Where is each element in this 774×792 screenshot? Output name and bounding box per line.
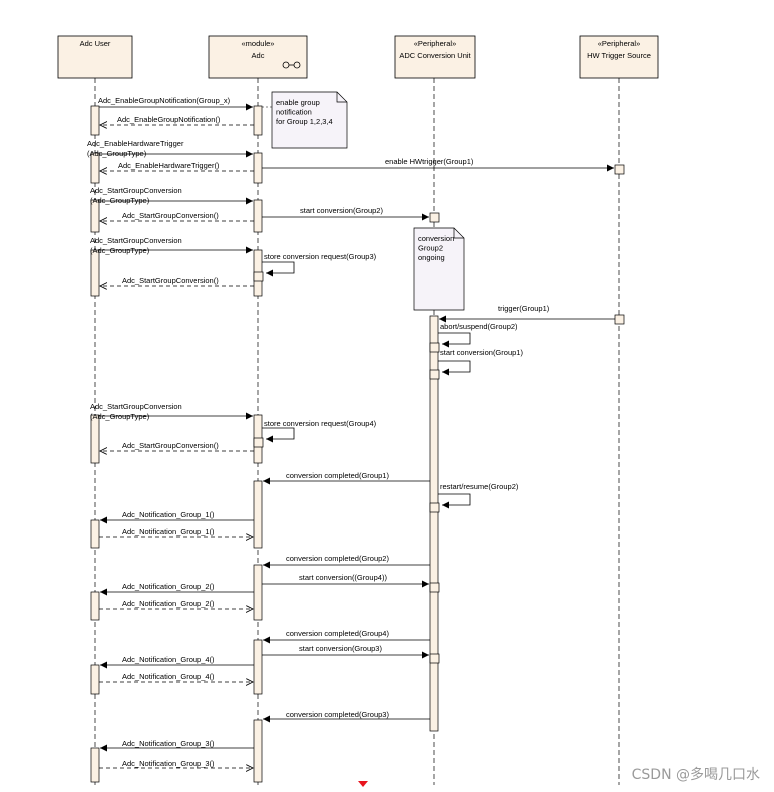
message-arrow — [262, 427, 295, 443]
message-arrow — [438, 493, 471, 509]
participant-user — [57, 35, 133, 79]
message-label: Adc_StartGroupConversion — [90, 402, 182, 411]
activation-bar — [429, 315, 439, 732]
execution-marker — [429, 653, 440, 664]
execution-marker — [429, 369, 440, 380]
participant-unit — [394, 35, 476, 79]
note-text: for Group 1,2,3,4 — [276, 117, 333, 126]
participant-stereotype: «Peripheral» — [598, 39, 641, 48]
execution-marker — [614, 314, 625, 325]
message-label: Adc_Notification_Group_4() — [122, 655, 215, 664]
message-label: Adc_Notification_Group_4() — [122, 672, 215, 681]
note-text: notification — [276, 108, 312, 117]
message-label: abort/suspend(Group2) — [440, 322, 518, 331]
message-label: Adc_EnableHardwareTrigger — [87, 139, 184, 148]
message-label: conversion completed(Group1) — [286, 471, 389, 480]
message-label: store conversion request(Group4) — [264, 419, 377, 428]
participant-adc — [208, 35, 308, 79]
execution-marker — [429, 502, 440, 513]
note-note1 — [271, 91, 348, 149]
execution-marker — [253, 437, 264, 448]
message-label: store conversion request(Group3) — [264, 252, 377, 261]
message-label: (Adc_GroupType) — [90, 246, 150, 255]
message-label: start conversion(Group2) — [300, 206, 383, 215]
message-label: (Adc_GroupType) — [87, 149, 147, 158]
message-label: conversion completed(Group3) — [286, 710, 389, 719]
message-label: Adc_Notification_Group_2() — [122, 599, 215, 608]
participant-name: Adc User — [80, 39, 111, 48]
message-label: Adc_StartGroupConversion() — [122, 211, 219, 220]
message-label: restart/resume(Group2) — [440, 482, 519, 491]
message-arrow — [262, 261, 295, 277]
activation-bar — [90, 105, 100, 136]
activation-bar — [90, 591, 100, 621]
execution-marker — [429, 212, 440, 223]
participant-stereotype: «module» — [242, 39, 275, 48]
message-label: (Adc_GroupType) — [90, 412, 150, 421]
note-text: Group2 — [418, 244, 443, 253]
activation-bar — [253, 719, 263, 783]
activation-bar — [90, 519, 100, 549]
message-label: Adc_EnableGroupNotification() — [117, 115, 221, 124]
message-label: Adc_Notification_Group_3() — [122, 739, 215, 748]
participant-name: Adc — [252, 51, 265, 60]
note-text: enable group — [276, 98, 320, 107]
message-label: Adc_EnableHardwareTrigger() — [118, 161, 220, 170]
activation-bar — [90, 249, 100, 297]
participant-hw — [579, 35, 659, 79]
message-label: conversion completed(Group2) — [286, 554, 389, 563]
activation-bar — [90, 414, 100, 464]
message-label: (Adc_GroupType) — [90, 196, 150, 205]
note-note2 — [413, 227, 465, 311]
activation-bar — [253, 480, 263, 549]
activation-bar — [253, 152, 263, 184]
message-label: start conversion(Group3) — [299, 644, 382, 653]
activation-bar — [90, 664, 100, 695]
message-arrow — [438, 360, 471, 376]
activation-bar — [90, 747, 100, 783]
message-arrow — [438, 332, 471, 348]
message-label: Adc_StartGroupConversion — [90, 186, 182, 195]
participant-stereotype: «Peripheral» — [414, 39, 457, 48]
execution-marker — [429, 582, 440, 593]
scroll-marker-icon — [358, 781, 368, 787]
activation-bar — [253, 639, 263, 695]
message-label: start conversion(Group1) — [440, 348, 523, 357]
activation-bar — [90, 199, 100, 233]
message-label: enable HWtrigger(Group1) — [385, 157, 474, 166]
participant-name: ADC Conversion Unit — [399, 51, 471, 60]
note-text: conversion — [418, 234, 454, 243]
message-label: conversion completed(Group4) — [286, 629, 389, 638]
execution-marker — [429, 342, 440, 353]
execution-marker — [253, 271, 264, 282]
message-label: start conversion((Group4)) — [299, 573, 387, 582]
participant-name: HW Trigger Source — [587, 51, 651, 60]
message-label: Adc_StartGroupConversion() — [122, 441, 219, 450]
message-label: Adc_Notification_Group_1() — [122, 527, 215, 536]
message-label: Adc_EnableGroupNotification(Group_x) — [98, 96, 231, 105]
message-label: trigger(Group1) — [498, 304, 550, 313]
message-label: Adc_StartGroupConversion() — [122, 276, 219, 285]
message-label: Adc_Notification_Group_1() — [122, 510, 215, 519]
activation-bar — [253, 199, 263, 233]
message-label: Adc_Notification_Group_2() — [122, 582, 215, 591]
execution-marker — [614, 164, 625, 175]
note-text: ongoing — [418, 253, 445, 262]
activation-bar — [253, 105, 263, 136]
activation-bar — [253, 564, 263, 621]
message-label: Adc_StartGroupConversion — [90, 236, 182, 245]
message-label: Adc_Notification_Group_3() — [122, 759, 215, 768]
watermark: CSDN @多喝几口水 — [631, 767, 760, 783]
